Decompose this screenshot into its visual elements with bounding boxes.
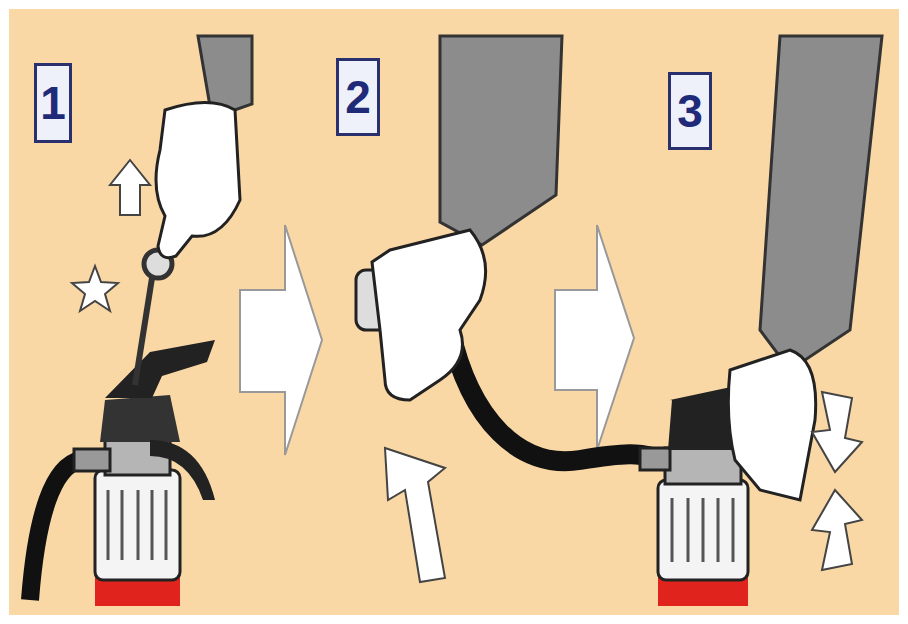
glove bbox=[156, 103, 240, 258]
glove bbox=[372, 230, 486, 400]
glove bbox=[728, 350, 815, 500]
step-number-box: 3 bbox=[668, 72, 712, 150]
hose bbox=[30, 460, 80, 600]
aim-arrow bbox=[385, 448, 445, 582]
collar-ridges bbox=[672, 498, 733, 562]
step-number: 1 bbox=[40, 80, 66, 126]
hand-three bbox=[728, 36, 882, 500]
sleeve bbox=[440, 36, 562, 245]
extinguisher-one bbox=[30, 250, 215, 606]
lever bbox=[105, 340, 215, 398]
hose bbox=[450, 330, 668, 461]
hand-one bbox=[156, 36, 252, 258]
collar bbox=[95, 470, 180, 580]
safety-pin bbox=[135, 278, 152, 385]
handle bbox=[150, 440, 215, 500]
valve-head bbox=[100, 395, 180, 442]
squeeze-arrow bbox=[812, 490, 862, 570]
step-number: 2 bbox=[345, 74, 371, 120]
star bbox=[72, 266, 118, 311]
step-arrow bbox=[555, 225, 634, 450]
hand-two bbox=[356, 36, 562, 400]
step-arrow bbox=[240, 225, 322, 455]
step-number-box: 1 bbox=[34, 63, 72, 143]
outlet bbox=[74, 449, 110, 471]
valve-neck bbox=[665, 448, 741, 484]
step-number-box: 2 bbox=[336, 58, 380, 136]
pull-arrow bbox=[110, 160, 150, 215]
collar-ridges bbox=[108, 490, 166, 560]
outlet bbox=[640, 448, 670, 470]
step-number: 3 bbox=[677, 88, 703, 134]
background-panel bbox=[6, 6, 902, 618]
squeeze-arrow bbox=[812, 392, 862, 472]
sleeve bbox=[760, 36, 882, 370]
collar bbox=[658, 480, 748, 580]
